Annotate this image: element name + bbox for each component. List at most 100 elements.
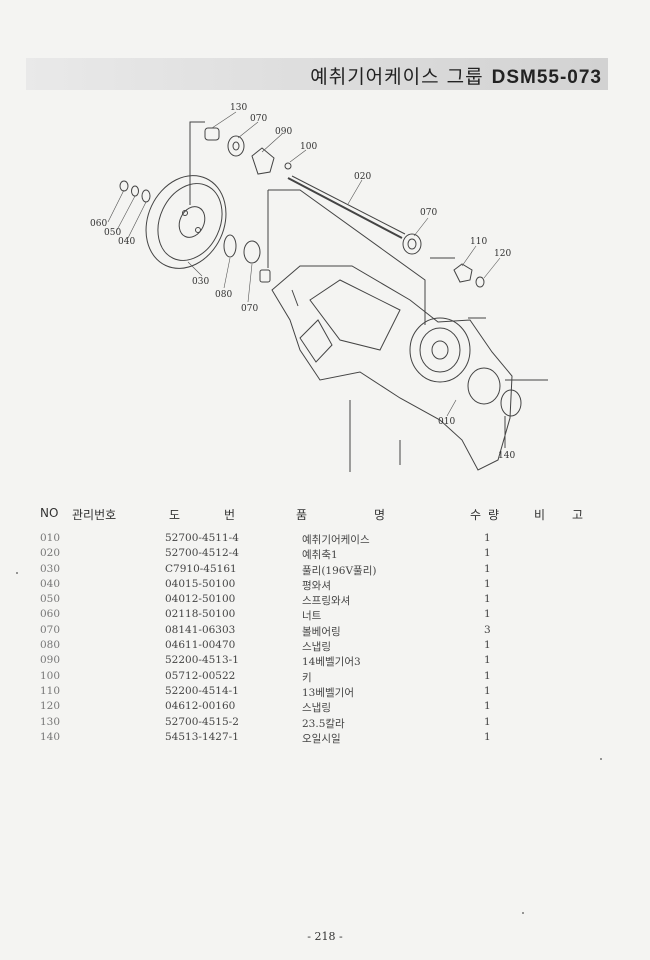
- row-no: 080: [40, 639, 61, 652]
- header-drawing-1: 도: [169, 508, 181, 522]
- row-qty: 1: [484, 669, 491, 682]
- row-qty: 1: [484, 639, 491, 652]
- row-part-name: 스냅링: [302, 641, 331, 654]
- row-no: 030: [40, 562, 61, 575]
- callout-060: 060: [90, 219, 107, 229]
- header-remarks-1: 비: [534, 508, 546, 522]
- row-qty: 3: [484, 623, 491, 636]
- table-row: 100 05712-00522 키 1: [38, 670, 608, 685]
- callout-070: 070: [420, 208, 437, 218]
- scan-speck: [522, 912, 524, 914]
- table-row: 050 04012-50100 스프링와셔 1: [38, 593, 608, 608]
- row-qty: 1: [484, 593, 491, 606]
- row-qty: 1: [484, 684, 491, 697]
- header-drawing-2: 번: [224, 508, 236, 522]
- callout-050: 050: [104, 228, 121, 238]
- row-no: 110: [40, 684, 61, 697]
- nut: [119, 180, 129, 192]
- header-band: [26, 58, 608, 90]
- bevel-gear-14: [251, 147, 275, 175]
- row-qty: 1: [484, 715, 491, 728]
- row-part-name: 13베벨기어: [302, 686, 355, 699]
- header-mgmt-no: 관리번호: [72, 508, 117, 522]
- row-drawing-no: 52200-4513-1: [165, 654, 239, 667]
- row-no: 070: [40, 623, 61, 636]
- header-name-2: 명: [374, 508, 386, 522]
- row-qty: 1: [484, 577, 491, 590]
- snap-ring: [475, 276, 485, 288]
- group-code: DSM55-073: [491, 67, 602, 88]
- row-drawing-no: 52700-4512-4: [165, 547, 239, 560]
- header-no: NO: [40, 506, 59, 520]
- table-row: 040 04015-50100 평와셔 1: [38, 578, 608, 593]
- row-drawing-no: 05712-00522: [165, 669, 236, 682]
- callout-090: 090: [275, 127, 292, 137]
- callout-010: 010: [438, 417, 455, 427]
- row-part-name: 예취축1: [302, 549, 338, 562]
- row-qty: 1: [484, 730, 491, 743]
- row-no: 090: [40, 654, 61, 667]
- callout-080: 080: [215, 290, 232, 300]
- gear-case: [271, 265, 513, 471]
- header-name-1: 품: [296, 508, 308, 522]
- row-part-name: 23.5칼라: [302, 717, 345, 730]
- page-number: - 218 -: [307, 930, 343, 943]
- row-part-name: 스프링와셔: [302, 595, 351, 608]
- row-part-name: 키: [302, 671, 312, 684]
- callout-140: 140: [498, 451, 515, 461]
- row-drawing-no: 04015-50100: [165, 577, 236, 590]
- row-no: 130: [40, 715, 61, 728]
- row-part-name: 14베벨기어3: [302, 656, 361, 669]
- bearing: [402, 233, 422, 255]
- callout-110: 110: [470, 237, 487, 247]
- row-qty: 1: [484, 532, 491, 544]
- flat-washer: [141, 189, 151, 203]
- table-row: 090 52200-4513-1 14베벨기어3 1: [38, 654, 608, 669]
- callout-040: 040: [118, 237, 135, 247]
- bracket-line: [268, 189, 426, 325]
- row-qty: 1: [484, 654, 491, 667]
- table-row: 020 52700-4512-4 예취축1 1: [38, 547, 608, 562]
- header-qty-2: 량: [488, 508, 500, 522]
- row-drawing-no: C7910-45161: [165, 562, 237, 575]
- scan-speck: [600, 758, 602, 760]
- row-part-name: 풀리(196V풀리): [302, 564, 377, 577]
- key: [284, 162, 292, 170]
- row-part-name: 예취기어케이스: [302, 534, 370, 546]
- row-no: 120: [40, 700, 61, 713]
- row-no: 040: [40, 577, 61, 590]
- row-part-name: 너트: [302, 610, 322, 623]
- row-no: 050: [40, 593, 61, 606]
- pulley: [145, 175, 227, 269]
- exploded-parts-diagram: 130 070 090 100 020 060 050 040 030 080 …: [90, 103, 548, 472]
- table-header: NO 관리번호 도 번 품 명 수 량 비 고: [38, 506, 608, 532]
- row-drawing-no: 04612-00160: [165, 700, 236, 713]
- row-qty: 1: [484, 547, 491, 560]
- row-drawing-no: 04012-50100: [165, 593, 236, 606]
- row-no: 020: [40, 547, 61, 560]
- pulley-rim: [157, 183, 223, 261]
- shaft: [287, 177, 403, 239]
- row-no: 060: [40, 608, 61, 621]
- row-qty: 1: [484, 700, 491, 713]
- row-part-name: 평와셔: [302, 579, 331, 592]
- row-qty: 1: [484, 562, 491, 575]
- row-qty: 1: [484, 608, 491, 621]
- group-title: 예취기어케이스 그룹: [310, 66, 484, 88]
- row-no: 100: [40, 669, 61, 682]
- header-qty-1: 수: [470, 508, 482, 522]
- table-row: 130 52700-4515-2 23.5칼라 1: [38, 716, 608, 731]
- row-part-name: 오일시일: [302, 732, 341, 745]
- row-drawing-no: 52700-4515-2: [165, 715, 239, 728]
- bearing: [227, 135, 245, 157]
- spring-washer: [131, 185, 139, 197]
- scan-speck: [16, 572, 18, 574]
- table-row: 030 C7910-45161 풀리(196V풀리) 1: [38, 563, 608, 578]
- callout-130: 130: [230, 103, 247, 113]
